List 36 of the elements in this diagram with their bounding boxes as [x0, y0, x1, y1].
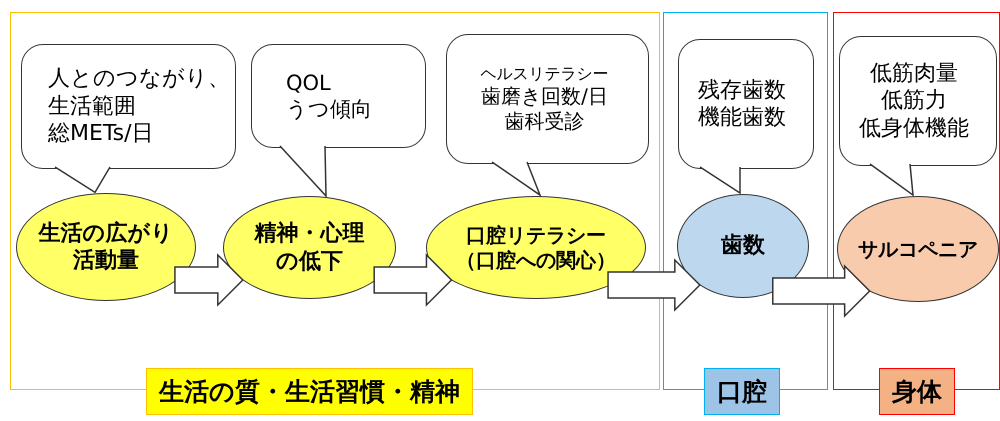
bubble-text: うつ傾向: [286, 96, 372, 122]
node-label: 精神・心理の低下: [253, 220, 366, 275]
callout-tail: [279, 145, 327, 198]
node-label: 口腔リテラシー（口腔への関心）: [455, 222, 617, 272]
bubble-text: 低身体機能: [859, 114, 969, 142]
bubble-text: 人とのつながり、: [48, 65, 230, 93]
speech-bubble: [446, 34, 649, 164]
speech-bubble: [21, 44, 236, 169]
callout-tail: [491, 161, 542, 198]
callout-tail: [699, 166, 741, 194]
block-arrow: [373, 253, 453, 307]
bubble-text: 総METs/日: [48, 120, 154, 148]
speech-bubble: [251, 44, 426, 148]
group-label: 生活の質・生活習慣・精神: [146, 368, 473, 415]
block-arrow: [772, 264, 871, 318]
bubble-text: 歯磨き回数/日: [481, 84, 608, 109]
bubble-text: QOL: [286, 70, 331, 96]
speech-bubble: [839, 36, 997, 166]
block-arrow: [174, 253, 244, 307]
bubble-text: 機能歯数: [698, 104, 786, 132]
node-label: サルコペニア: [858, 236, 978, 262]
bubble-text: 残存歯数: [698, 76, 786, 104]
bubble-text: 生活範囲: [48, 92, 136, 120]
speech-bubble: [678, 39, 814, 169]
bubble-text: ヘルスリテラシー: [480, 64, 608, 84]
node-label: 生活の広がり: [38, 220, 174, 247]
group-label: 口腔: [704, 368, 780, 415]
node-label: 歯数: [721, 232, 765, 260]
block-arrow: [607, 258, 701, 312]
callout-tail: [869, 163, 914, 197]
bubble-text: 低筋肉量: [870, 60, 958, 88]
bubble-text: 歯科受診: [504, 109, 584, 134]
group-label: 身体: [879, 368, 955, 415]
callout-tail: [54, 166, 111, 194]
node-label: 活動量: [73, 247, 139, 274]
bubble-text: 低筋力: [881, 87, 947, 115]
